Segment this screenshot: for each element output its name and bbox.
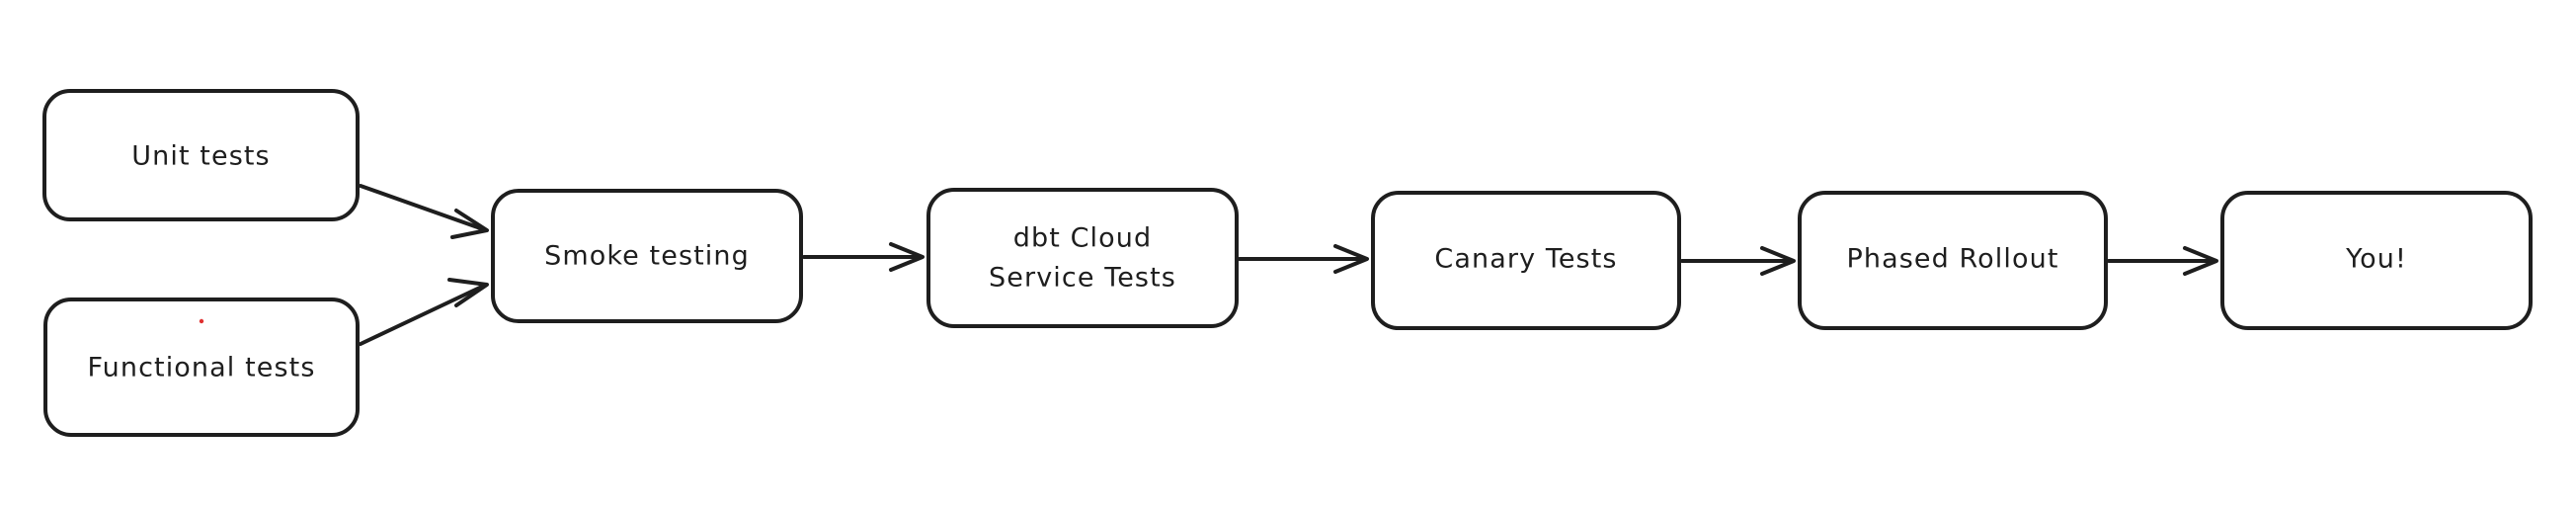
node-smoke-testing-label: Smoke testing [544,241,750,272]
node-functional-tests-label: Functional tests [88,353,316,383]
node-smoke-testing-shape [491,189,803,323]
edge-canary-tests-to-phased-rollout[interactable] [1680,246,1796,276]
node-functional-tests-shape [43,298,360,437]
node-you[interactable]: You! [2220,191,2533,330]
node-dbt-cloud-service-tests[interactable]: dbt Cloud Service Tests [926,188,1239,328]
node-unit-tests-shape [42,89,360,221]
node-you-shape [2220,191,2533,330]
node-phased-rollout-label: Phased Rollout [1846,244,2058,275]
node-dbt-cloud-service-tests-label-line2: Service Tests [989,263,1176,294]
node-group: Unit tests Functional tests Smoke testin… [42,89,2533,437]
node-phased-rollout-shape [1798,191,2108,330]
node-canary-tests[interactable]: Canary Tests [1371,191,1681,330]
node-dbt-cloud-service-tests-shape [926,188,1239,328]
node-functional-tests[interactable]: Functional tests [43,298,360,437]
node-dbt-cloud-service-tests-label-line1: dbt Cloud [1013,223,1152,254]
edge-group [359,184,2218,346]
edge-dbt-cloud-service-tests-to-canary-tests[interactable] [1238,244,1369,274]
node-you-label: You! [2345,244,2407,275]
edge-smoke-testing-to-dbt-cloud-service-tests[interactable] [802,242,925,272]
node-unit-tests[interactable]: Unit tests [42,89,360,221]
edge-functional-tests-to-smoke-testing[interactable] [359,278,489,346]
node-canary-tests-label: Canary Tests [1434,244,1617,275]
node-unit-tests-label: Unit tests [131,141,270,172]
red-speck-marker [199,318,204,324]
edge-unit-tests-to-smoke-testing[interactable] [359,184,489,239]
edge-phased-rollout-to-you[interactable] [2107,246,2218,276]
node-smoke-testing[interactable]: Smoke testing [491,189,803,323]
node-phased-rollout[interactable]: Phased Rollout [1798,191,2108,330]
node-canary-tests-shape [1371,191,1681,330]
